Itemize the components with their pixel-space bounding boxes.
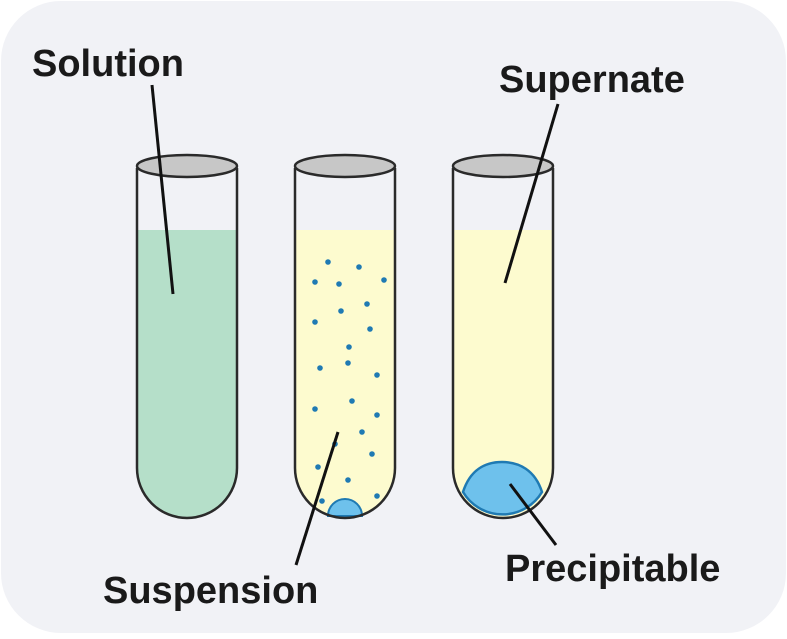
suspended-particles [312,259,387,504]
suspension-sediment [326,498,364,517]
suspension-leader-line [294,431,340,566]
suspension-tube [293,153,397,520]
solution-label: Solution [32,43,184,85]
suspension-label: Suspension [103,570,318,612]
solution-leader-line [150,84,175,295]
supernate-leader-line [503,103,560,284]
precipitable-label: Precipitable [505,548,720,590]
precipitate-tube [451,153,555,520]
precipitable-leader-line [508,483,558,546]
supernate-label: Supernate [499,59,685,101]
